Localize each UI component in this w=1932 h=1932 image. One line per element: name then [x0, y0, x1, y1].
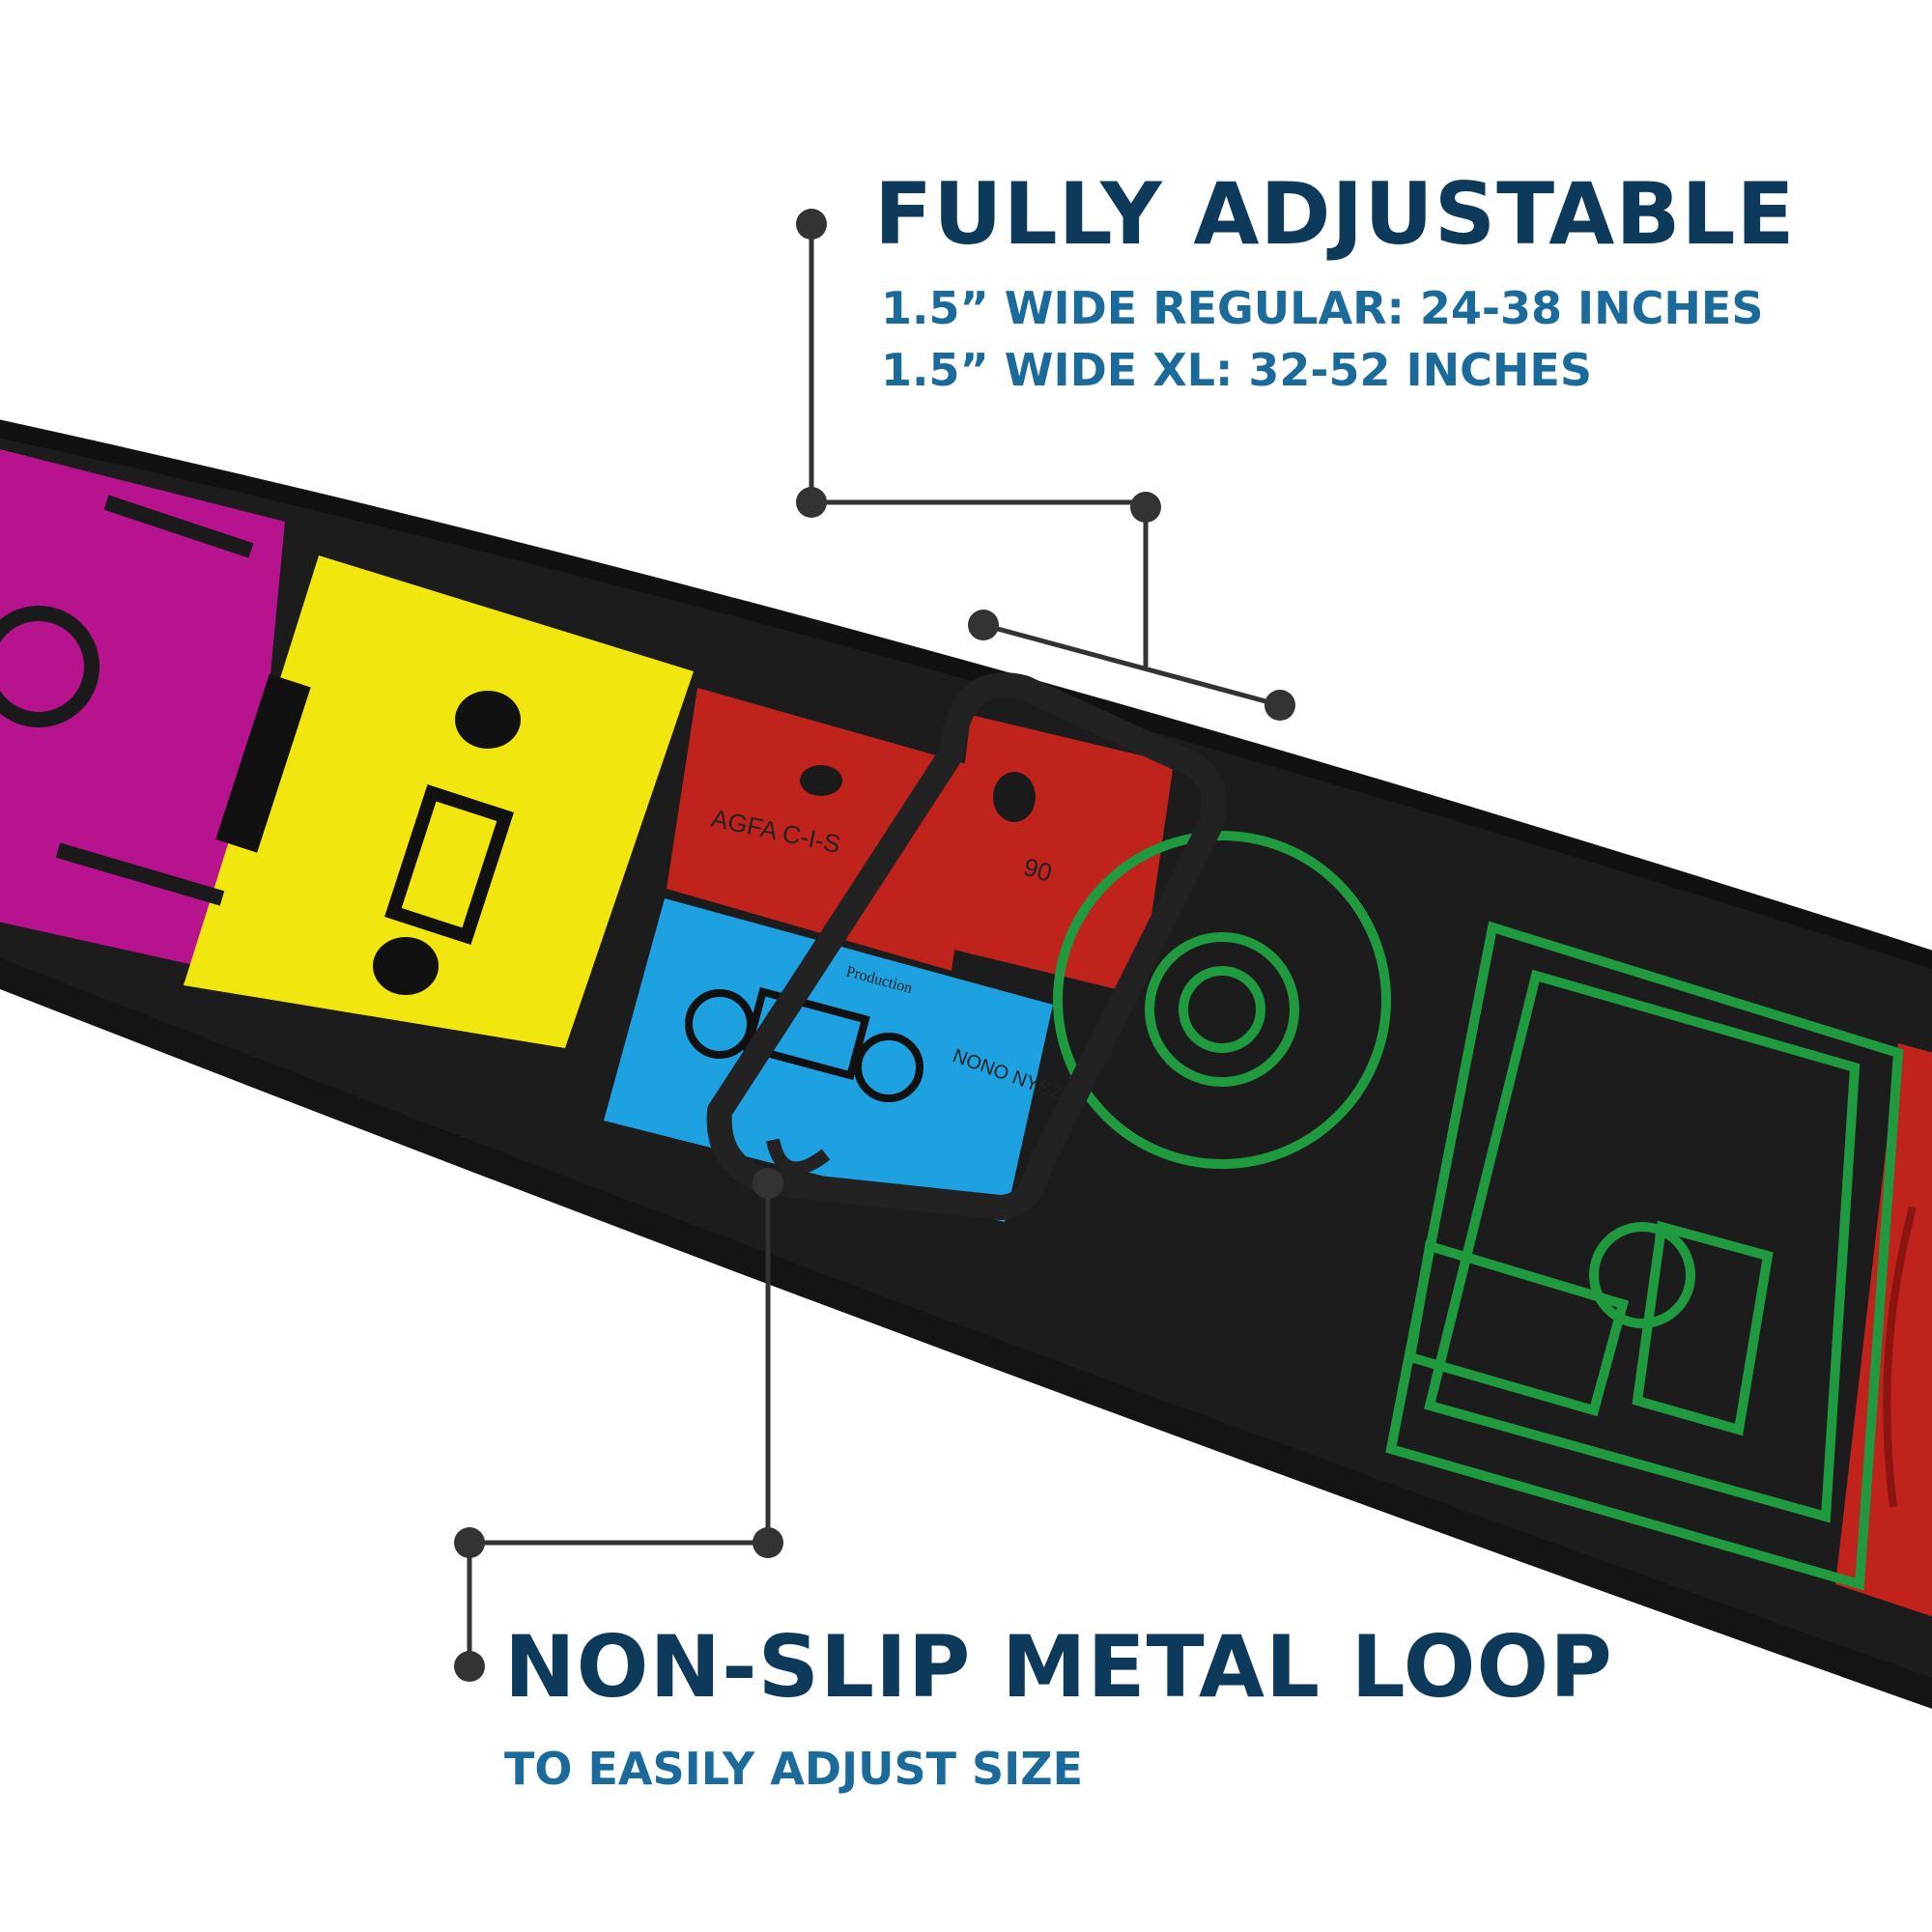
red-cassette-detail	[800, 765, 1036, 822]
callout-dot-icon	[796, 487, 827, 518]
callout-dot-icon	[753, 1168, 783, 1199]
callout-dot-icon	[753, 1527, 783, 1558]
callout-loop-lines	[467, 1183, 771, 1666]
red-right-detail	[1883, 1206, 1917, 1508]
cassette-magenta	[0, 444, 285, 976]
spec-xl-size: 1.5” WIDE XL: 32-52 INCHES	[881, 344, 1592, 396]
cassette-icon	[215, 673, 521, 995]
metal-loop-icon	[706, 672, 1227, 1220]
callout-dot-icon	[1264, 690, 1295, 721]
spec-regular-size: 1.5” WIDE REGULAR: 24-38 INCHES	[881, 282, 1764, 334]
strap-top-edge	[0, 420, 1932, 970]
cassette-green	[1053, 831, 1904, 1591]
blue-cassette-detail	[685, 986, 923, 1102]
strap-bottom-edge	[0, 957, 1932, 1709]
callout-adjustable-lines	[809, 224, 1281, 708]
callout-dot-icon	[454, 1651, 485, 1682]
magenta-cassette-detail	[0, 495, 254, 906]
cassette-red	[667, 688, 980, 971]
callout-dot-icon	[1130, 492, 1161, 523]
callout-dot-icon	[968, 610, 999, 640]
heading-fully-adjustable: FULLY ADJUSTABLE	[874, 164, 1796, 264]
heading-metal-loop: NON-SLIP METAL LOOP	[504, 1617, 1613, 1717]
loop-subtitle: TO EASILY ADJUST SIZE	[504, 1743, 1084, 1795]
callout-dot-icon	[454, 1527, 485, 1558]
strap-print: AGFA C-I-S 90 Production NONO NYSZ	[0, 444, 1932, 1623]
callout-dot-icon	[796, 209, 827, 240]
